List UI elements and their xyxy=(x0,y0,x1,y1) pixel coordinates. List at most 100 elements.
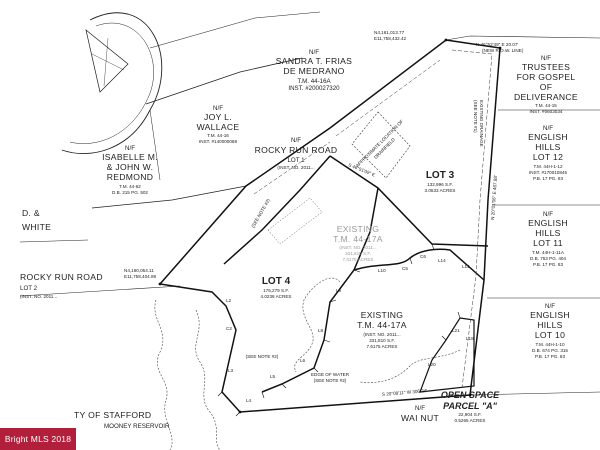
annotation-drainfield: APPROXIMATE LOCATION OF DRAINFIELD xyxy=(355,119,405,169)
existing2-name2: T.M. 44-17A xyxy=(357,320,407,330)
svg-text:L8: L8 xyxy=(318,328,324,333)
existing2-inst: (INST. NO. 2011... xyxy=(363,332,400,337)
lot3-south-line xyxy=(329,155,489,247)
label-redmond: N/F ISABELLE M. & JOHN W. REDMOND T.M. 4… xyxy=(102,145,158,195)
svg-text:L9: L9 xyxy=(336,288,342,293)
monument-pin xyxy=(444,38,448,42)
redmond-name2: & JOHN W. xyxy=(107,162,154,172)
openspace-sf: 22,904 S.F. xyxy=(458,412,481,417)
label-eh10: N/F ENGLISH HILLS LOT 10 T.M. 44H-1-10 D… xyxy=(530,303,570,359)
monument-pin xyxy=(158,282,162,286)
lot3-name: LOT 3 xyxy=(426,170,455,181)
eh11-nf: N/F xyxy=(543,211,553,218)
existing1-name1: EXISTING xyxy=(337,224,380,234)
row-line-note: (NEW R.O.W. LINE) xyxy=(482,48,524,53)
svg-text:L14: L14 xyxy=(438,258,446,263)
existing1-name2: T.M. 44-17A xyxy=(333,234,383,244)
frias-nf: N/F xyxy=(309,49,319,56)
existing1-inst: (INST. NO. 2011... xyxy=(339,245,376,250)
curve-labels: L2 C2 L3 L4 L5 L6 L8 L9 L10 C5 C6 L14 L1… xyxy=(226,254,474,403)
lot4-sf: 175,279 S.F. xyxy=(263,288,289,293)
drainfield-diamond xyxy=(351,111,411,179)
svg-text:L18: L18 xyxy=(466,336,474,341)
bearing-b1: S 20°08'11" W 306.24' xyxy=(382,388,428,397)
monuments xyxy=(158,38,502,414)
svg-text:C6: C6 xyxy=(420,254,426,259)
svg-text:L6: L6 xyxy=(300,358,306,363)
annotation-setback-left: (SEE NOTE #2) xyxy=(246,354,279,359)
watermark-text: Bright MLS 2018 xyxy=(4,434,72,444)
svg-text:L20: L20 xyxy=(428,362,436,367)
bearing-east: N 20°01'06" E 467.88' xyxy=(490,175,498,220)
label-walnut: N/F WAI NUT xyxy=(401,405,439,423)
svg-text:C5: C5 xyxy=(402,266,408,271)
redmond-name3: REDMOND xyxy=(107,172,154,182)
trustees-north-line xyxy=(445,35,600,41)
trustees-name2: FOR GOSPEL xyxy=(517,72,576,82)
label-lot4: LOT 4 175,279 S.F. 4.0238 ACRES xyxy=(261,276,292,299)
reservoir-edge xyxy=(154,277,461,450)
trustees-name4: DELIVERANCE xyxy=(514,92,578,102)
rocky2-name1: ROCKY RUN ROAD xyxy=(20,272,103,282)
label-lot3: LOT 3 132,996 S.F. 3.0533 ACRES xyxy=(425,170,456,193)
trustees-inst: INST. #0603034 xyxy=(530,109,563,114)
openspace-name2: PARCEL "A" xyxy=(443,401,497,411)
rocky1-inst: (INST. NO. 2011... xyxy=(277,165,314,170)
monument-pin xyxy=(238,410,242,414)
white-name1: D. & xyxy=(22,208,40,218)
annotation-edge-water: EDGE OF WATER (SEE NOTE #2) xyxy=(311,372,350,383)
rocky-lot2-line xyxy=(19,285,181,297)
stafford-name2: MOONEY RESERVOIR xyxy=(104,423,170,430)
eh10-db: D.B. 674 PG. 315 xyxy=(532,348,568,353)
frias-name1: SANDRA T. FRIAS xyxy=(276,56,352,66)
lot3-acres: 3.0533 ACRES xyxy=(425,188,456,193)
svg-text:L3: L3 xyxy=(228,368,234,373)
coord-left-n: N4,160,054.11 xyxy=(124,268,154,273)
openspace-acres: 0.5265 ACRES xyxy=(455,418,486,423)
edge-water-see-note: (SEE NOTE #2) xyxy=(314,378,347,383)
rocky-lot1-west xyxy=(91,185,247,209)
eh12-name2: HILLS xyxy=(535,142,560,152)
lot4-east-line xyxy=(223,155,379,393)
rocky2-name2: LOT 2 xyxy=(20,285,38,292)
setback-lines xyxy=(253,49,493,389)
trustees-nf: N/F xyxy=(541,55,551,62)
wallace-redmond-line xyxy=(149,109,161,181)
cul-de-sac-inner xyxy=(69,22,154,144)
outer-tract xyxy=(158,39,501,413)
rocky1-name2: LOT 1 xyxy=(287,157,305,164)
edge-water-note: EDGE OF WATER xyxy=(311,372,350,377)
trustees-tm: T.M. 44-15 xyxy=(535,103,557,108)
coord-top-e: E11,758,432.42 xyxy=(374,36,407,41)
setback-note: (SEE NOTE #2) xyxy=(246,354,279,359)
label-eh11: N/F ENGLISH HILLS LOT 11 T.M. 44H-1-11A … xyxy=(528,211,568,267)
svg-text:L15: L15 xyxy=(462,264,470,269)
white-name2: WHITE xyxy=(22,222,51,232)
existing2-sf: 331,810 S.F. xyxy=(369,338,395,343)
frias-name2: DE MEDRANO xyxy=(283,66,344,76)
existing-drainage-note: EXISTING DRAINAGE xyxy=(479,100,484,147)
monument-pin xyxy=(468,393,472,397)
line-ticks xyxy=(217,243,461,417)
existing-inner-line xyxy=(353,248,485,281)
eh11-db: D.B. 753 PG. 404 xyxy=(530,256,566,261)
eh12-name3: LOT 12 xyxy=(533,152,563,162)
eh12-name1: ENGLISH xyxy=(528,132,568,142)
neighbor-boundaries xyxy=(19,11,600,396)
eh10-pb: P.B. 17 PG. 83 xyxy=(535,354,565,359)
label-rocky1: N/F ROCKY RUN ROAD LOT 1 (INST. NO. 2011… xyxy=(255,137,338,170)
redmond-tm: T.M. 44-62 xyxy=(119,184,141,189)
septic-box xyxy=(267,197,323,245)
svg-text:L2: L2 xyxy=(226,298,232,303)
label-eh12: N/F ENGLISH HILLS LOT 12 T.M. 44H-1-12 I… xyxy=(528,125,568,181)
eh10-tm: T.M. 44H-1-10 xyxy=(535,342,565,347)
coord-top: N4,161,013.77 E11,758,432.42 xyxy=(374,30,407,41)
eh10-name2: HILLS xyxy=(537,320,562,330)
eh10-name3: LOT 10 xyxy=(535,330,565,340)
annotation-row: (NEW R.O.W. LINE) xyxy=(482,48,524,53)
eh11-name1: ENGLISH xyxy=(528,218,568,228)
trustees-name1: TRUSTEES xyxy=(522,62,570,72)
lot-wedge xyxy=(85,29,129,93)
rocky1-name1: ROCKY RUN ROAD xyxy=(255,145,338,155)
